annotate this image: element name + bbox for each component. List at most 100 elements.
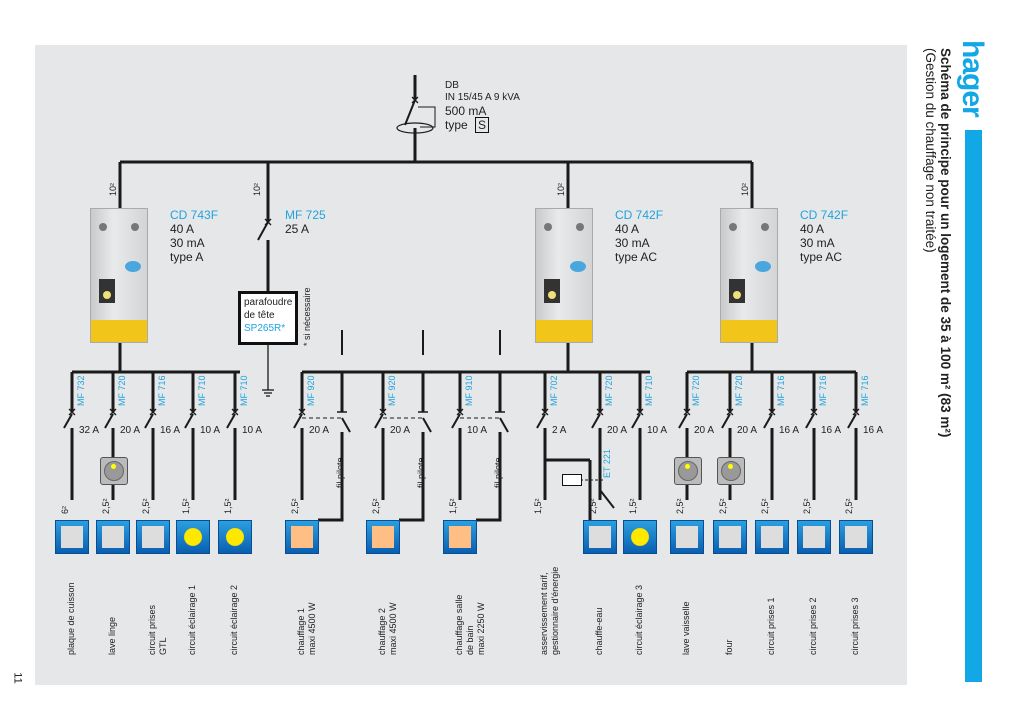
breaker-switch [763,413,773,429]
diagram-panel [35,45,907,685]
rcd-device [90,208,148,343]
light-icon [218,520,252,554]
cable-section: 1,5² [533,498,543,514]
socket-icon [674,457,702,485]
breaker-rating: 16 A [160,425,181,436]
pilot-switch [341,417,351,433]
cable-section: 2,5² [802,498,812,514]
breaker-ref blue: MF 732 [76,375,86,406]
contactor-ref: ET 221 [602,449,612,478]
main-breaker-ref: DB [445,80,459,91]
rcd-cable-section: 10² [740,182,750,196]
breaker-rating: 20 A [309,425,330,436]
circuit-label: chauffe-eau [594,607,604,655]
breaker-rating: 20 A [694,425,715,436]
cable-section: 1,5² [628,498,638,514]
socket-icon [755,520,789,554]
title-subtitle: (Gestion du chauffage non traitée) [923,48,938,253]
brand-text: hager [956,40,989,117]
accent-bar [965,130,982,682]
breaker-rating: 20 A [390,425,411,436]
pilot-switch [422,417,432,433]
breaker-rating: 10 A [467,425,488,436]
breaker-ref blue: MF 710 [197,375,207,406]
breaker-switch [805,413,815,429]
circuit-label: chauffage salle de bain maxi 2250 W [454,594,486,655]
breaker-trip-mark [456,408,464,416]
breaker-ref blue: MF 720 [117,375,127,406]
breaker-switch [678,413,688,429]
cable-section: 2,5² [371,498,381,514]
socket-icon [797,520,831,554]
breaker-ref blue: MF 710 [239,375,249,406]
breaker-trip-mark [726,408,734,416]
breaker-ref blue: MF 716 [818,375,828,406]
rcd-sensitivity: 30 mA [170,236,205,250]
breaker-switch [721,413,731,429]
main-breaker-trip-link [418,106,436,128]
breaker-ref blue: MF 720 [691,375,701,406]
rcd-cable-section: 10² [556,182,566,196]
pilot-wire [399,432,425,522]
circuit-label: circuit prises GTL [147,604,168,655]
relay-coil [562,474,582,486]
differential-toroid [396,122,434,134]
rcd-sensitivity: 30 mA [615,236,650,250]
main-breaker-type-badge: S [475,117,490,133]
breaker-rating: 16 A [821,425,842,436]
main-breaker-trip-mark [411,96,419,104]
main-breaker-type: type [445,118,468,132]
pilot-label: fil pilote [416,457,426,488]
circuit-label: circuit prises 2 [808,597,818,655]
circuit-label: circuit éclairage 1 [187,584,197,655]
light-icon [623,520,657,554]
breaker-trip-mark [68,408,76,416]
surge-ref: SP265R* [244,323,286,334]
light-icon [176,520,210,554]
breaker-trip-mark [768,408,776,416]
breaker-switch [631,413,641,429]
rcd-current: 40 A [170,222,195,236]
water-heater-icon [583,520,617,554]
main-breaker-sensitivity: 500 mA [445,104,487,118]
circuit-label: asservissement tarif, gestionnaire d'éne… [539,566,560,655]
breaker-ref blue: MF 720 [604,375,614,406]
breaker-rating: 20 A [737,425,758,436]
rcd-ref: CD 743F [170,208,219,222]
rcd-ref: CD 742F [615,208,664,222]
rcd-device [720,208,778,343]
rcd-sensitivity: 30 mA [800,236,835,250]
radiator-icon [285,520,319,554]
pilot-wire [476,432,502,522]
breaker-ref blue: MF 710 [644,375,654,406]
circuit-label: four [724,639,734,655]
cable-section: 1,5² [181,498,191,514]
socket-icon [100,457,128,485]
breaker-trip-mark [109,408,117,416]
breaker-trip-mark [379,408,387,416]
breaker-trip-mark [149,408,157,416]
rcd-type: type A [170,250,204,264]
circuit-label: lave vaisselle [681,601,691,655]
main-breaker-label: DB IN 15/45 A 9 kVA 500 mA type S [445,80,520,133]
breaker-switch [591,413,601,429]
oven-icon [713,520,747,554]
socket-icon [136,520,170,554]
rcd-current: 40 A [615,222,640,236]
cable-section: 2,5² [760,498,770,514]
breaker-rating: 10 A [242,425,263,436]
circuit-label: plaque de cuisson [66,582,76,655]
cable-section: 2,5² [844,498,854,514]
cable-section: 2,5² [588,498,598,514]
breaker-ref blue: MF 716 [157,375,167,406]
main-breaker-rating: IN 15/45 A 9 kVA [445,92,520,103]
pilot-label: fil pilote [493,457,503,488]
pilot-wire [318,432,344,522]
breaker-switch [847,413,857,429]
breaker-switch [104,413,114,429]
surge-breaker-rating: 25 A [285,222,310,236]
cable-section: 1,5² [448,498,458,514]
